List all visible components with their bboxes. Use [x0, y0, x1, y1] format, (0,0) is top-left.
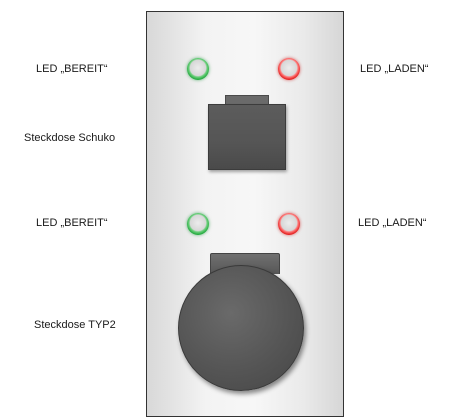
led-ready-label-bottom: LED „BEREIT“ — [36, 217, 108, 229]
led-ready-label-top: LED „BEREIT“ — [36, 63, 108, 75]
schuko-socket — [208, 95, 286, 171]
socket-typ2-label: Steckdose TYP2 — [34, 319, 116, 331]
socket-schuko-label: Steckdose Schuko — [24, 132, 116, 144]
led-charge-bottom — [278, 213, 300, 235]
led-charge-top — [278, 58, 300, 80]
led-ready-top — [187, 58, 209, 80]
led-charge-label-top: LED „LADEN“ — [360, 63, 429, 75]
led-charge-label-bottom: LED „LADEN“ — [358, 217, 427, 229]
typ2-socket — [178, 253, 304, 393]
led-ready-bottom — [187, 213, 209, 235]
typ2-socket-disc — [178, 265, 304, 391]
schuko-socket-tab — [225, 95, 269, 106]
schuko-socket-body — [208, 104, 286, 170]
